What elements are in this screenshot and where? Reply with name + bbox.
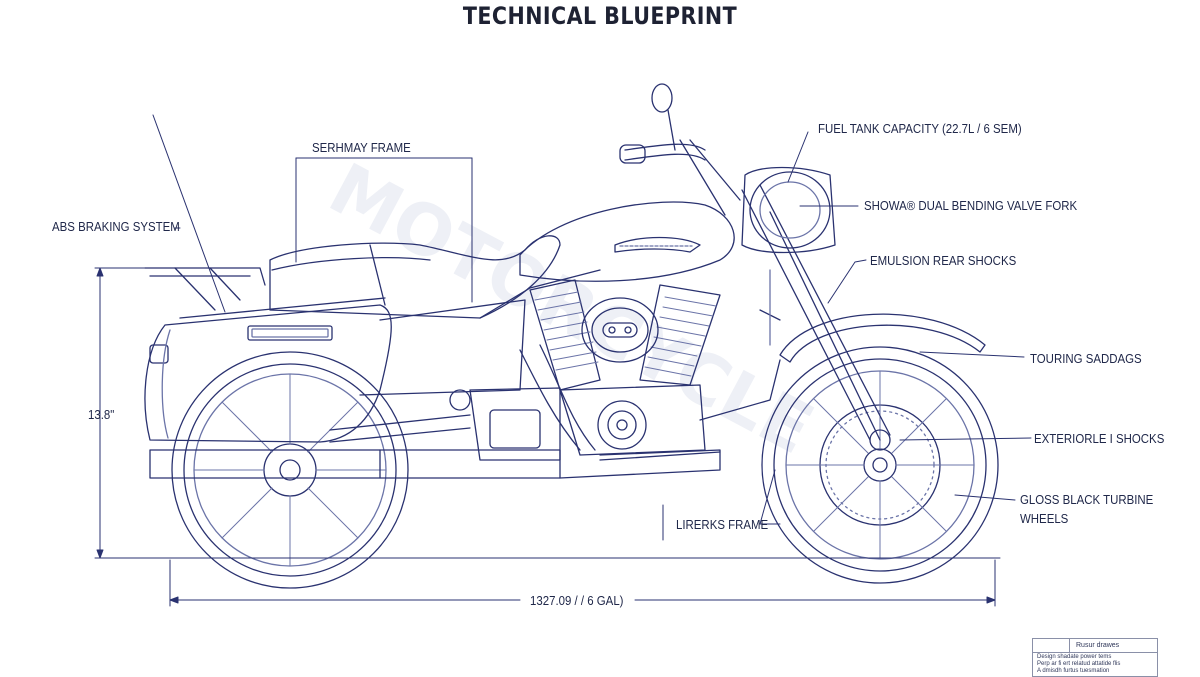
label-saddlebags: TOURING SADDAGS [1030,351,1142,366]
title-block: Rusur drawes Design shadate power tems P… [1032,638,1158,677]
label-abs-braking: ABS BRAKING SYSTEM [52,219,180,234]
seat [269,235,561,319]
engine [449,279,721,461]
label-length-dimension: 1327.09 / / 6 GAL) [530,593,624,608]
label-exterior-shocks: EXTERIORLE I SHOCKS [1034,431,1165,446]
luggage-rack [144,267,266,311]
rear-wheel [171,351,409,589]
label-frame-top: SERHMAY FRAME [312,140,411,155]
label-fuel-tank: FUEL TANK CAPACITY (22.7L / 6 SEM) [818,121,1022,136]
label-wheels-line2: WHEELS [1020,511,1069,526]
title-block-line: A dmisdh furtus tuesmation [1037,668,1110,674]
label-wheels-line1: GLOSS BLACK TURBINE [1020,492,1154,507]
label-front-fork: SHOWA® DUAL BENDING VALVE FORK [864,198,1078,213]
fuel-tank [519,201,735,282]
front-fork [741,184,891,451]
dimension-lines [94,157,1001,607]
leader-lines [152,114,1032,541]
label-height-dimension: 13.8" [88,407,115,422]
saddlebag [144,297,392,443]
front-wheel [761,346,999,584]
label-rear-shocks: EMULSION REAR SHOCKS [870,253,1017,268]
handlebars [619,83,741,216]
page-title: TECHNICAL BLUEPRINT [462,2,738,30]
watermark: MOTORCYCLE [316,147,826,470]
headlight [741,166,836,254]
label-lower-frame: LIRERKS FRAME [676,517,769,532]
title-block-line: Design shadate power tems [1037,654,1112,660]
exhaust [149,344,721,479]
title-block-line: Perp ar fi ert relatud attatide flis [1037,661,1121,667]
title-block-header: Rusur drawes [1076,642,1120,649]
